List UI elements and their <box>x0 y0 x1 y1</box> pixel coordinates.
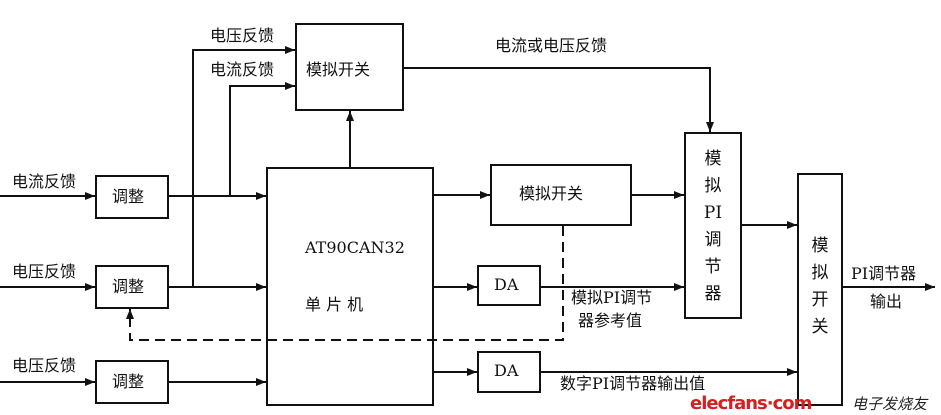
da-2-label: DA <box>494 361 519 380</box>
ref-label-1: 模拟PI调节 <box>571 288 653 307</box>
feedback-top-label: 电流或电压反馈 <box>495 36 608 55</box>
mcu-name-label: 单 片 机 <box>305 295 364 314</box>
mcu-box <box>266 167 434 406</box>
adjust-3-label: 调整 <box>112 372 145 391</box>
pi-box-label: 模 拟 PI 调 节 器 <box>703 149 723 304</box>
da-1-label: DA <box>494 275 519 294</box>
da-box-1 <box>477 265 541 306</box>
top-current-label: 电流反馈 <box>210 60 275 79</box>
output-label-2: 输出 <box>870 292 903 311</box>
adjust-2-label: 调整 <box>112 277 145 296</box>
switch-top-label: 模拟开关 <box>306 60 371 79</box>
final-switch <box>797 173 843 406</box>
watermark-logo: elecfans·com <box>690 393 812 414</box>
input-voltage-label: 电压反馈 <box>12 262 77 281</box>
top-voltage-label: 电压反馈 <box>210 26 275 45</box>
switch-mid-label: 模拟开关 <box>519 184 584 203</box>
adjust-1-label: 调整 <box>112 187 145 206</box>
input-current-label: 电流反馈 <box>12 172 77 191</box>
final-switch-label: 模 拟 开 关 <box>811 236 829 337</box>
output-label-1: PI调节器 <box>851 264 917 283</box>
digital-output-label: 数字PI调节器输出值 <box>560 374 706 393</box>
mcu-model-label: AT90CAN32 <box>305 238 405 257</box>
watermark-cn: 电子发烧友 <box>852 395 928 413</box>
ref-label-2: 器参考值 <box>578 311 643 330</box>
input-voltage2-label: 电压反馈 <box>12 356 77 375</box>
